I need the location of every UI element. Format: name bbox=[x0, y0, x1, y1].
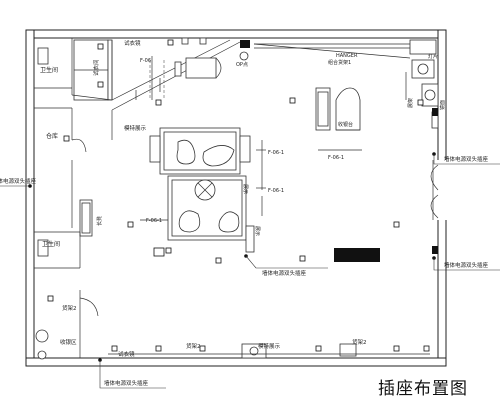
callout-leaders bbox=[0, 154, 500, 389]
label-f06-c: F-06-1 bbox=[328, 155, 344, 161]
label-f06-e: F-06-1 bbox=[146, 218, 162, 224]
label-cash-desk: 收银台 bbox=[338, 121, 353, 128]
label-model-top: 模特展示 bbox=[124, 124, 147, 132]
display-table-bottom bbox=[167, 175, 255, 253]
socket-symbols bbox=[47, 39, 430, 352]
label-f06-d: F-06-1 bbox=[268, 188, 284, 194]
label-shelf-c: 货架2 bbox=[352, 338, 367, 346]
label-storage: 仓库 bbox=[46, 132, 58, 140]
label-f06-b: F-06-1 bbox=[268, 150, 284, 156]
label-restroom-top: 卫生间 bbox=[40, 66, 58, 74]
callout-left: 墙体电源双头插座 bbox=[0, 177, 37, 185]
callout-right-top: 墙体电源双头插座 bbox=[444, 155, 489, 163]
label-model-bottom: 模特展示 bbox=[258, 342, 281, 350]
label-display-a: 展示 bbox=[242, 184, 248, 194]
right-wall-fixtures bbox=[405, 59, 439, 254]
cash-desk bbox=[334, 248, 380, 262]
callout-bottom: 墙体电源双头插座 bbox=[104, 379, 149, 387]
drawing-title: 插座布置图 bbox=[378, 379, 468, 399]
label-op-point: OP点 bbox=[236, 62, 248, 68]
label-hanger: HANGER bbox=[336, 53, 358, 59]
label-shelf-a: 货架2 bbox=[62, 304, 77, 312]
label-mirror-right: 镜面 bbox=[439, 100, 446, 110]
dimension-lines bbox=[140, 56, 362, 221]
label-combo-shelf: 组合货架1 bbox=[328, 59, 351, 66]
display-table-top bbox=[149, 127, 251, 175]
label-shelf-b: 货架2 bbox=[186, 342, 201, 350]
label-lamp: 灯片 bbox=[428, 53, 438, 60]
callout-right-bottom: 墙体电源双头插座 bbox=[444, 261, 489, 269]
entrance-doors bbox=[430, 160, 448, 220]
label-fitting-left: 试衣间 bbox=[92, 59, 100, 76]
left-rooms bbox=[34, 38, 113, 269]
label-f06-a: F-06 bbox=[140, 58, 151, 64]
hanger-rail bbox=[253, 39, 437, 59]
label-bench: 长凳 bbox=[96, 216, 103, 226]
label-restroom-bottom: 卫生间 bbox=[42, 240, 60, 248]
label-display-b: 展示 bbox=[254, 226, 260, 236]
fitting-partition bbox=[111, 39, 241, 140]
bottom-wall-fixtures bbox=[35, 290, 430, 360]
combo-shelf bbox=[315, 87, 361, 131]
top-wall-details bbox=[181, 37, 250, 61]
label-checkout: 收银区 bbox=[60, 338, 77, 346]
label-fitting-mirror-bottom: 试衣镜 bbox=[118, 350, 135, 358]
label-shelf-right: 展架 bbox=[408, 98, 414, 108]
label-fitting-top: 试衣镜 bbox=[124, 39, 141, 47]
callout-center: 墙体电源双头插座 bbox=[262, 269, 307, 277]
